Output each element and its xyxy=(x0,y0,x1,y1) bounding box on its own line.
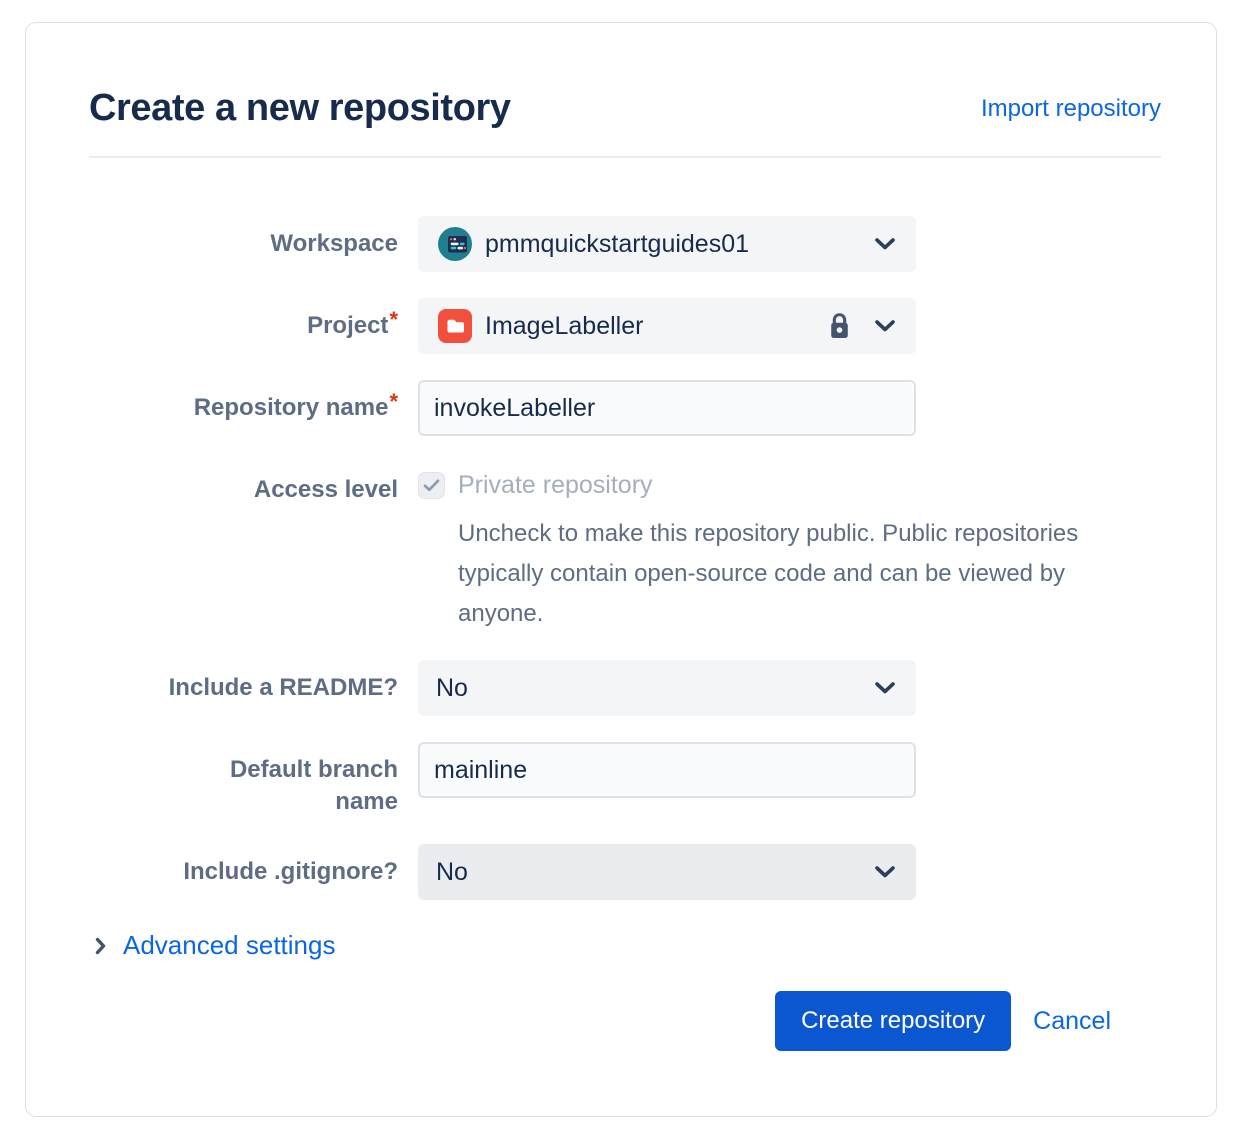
cancel-button[interactable]: Cancel xyxy=(1033,1006,1111,1035)
chevron-down-icon xyxy=(874,319,896,333)
folder-icon xyxy=(438,309,472,343)
include-gitignore-select[interactable]: No xyxy=(418,844,916,900)
advanced-settings-label: Advanced settings xyxy=(123,930,336,960)
advanced-settings-toggle[interactable]: Advanced settings xyxy=(94,930,335,961)
include-gitignore-label: Include .gitignore? xyxy=(89,844,398,888)
lock-icon xyxy=(827,311,852,341)
workspace-row: Workspace xyxy=(89,216,1161,272)
project-selected-value: ImageLabeller xyxy=(485,311,644,340)
chevron-right-icon xyxy=(94,936,107,956)
repository-name-input[interactable] xyxy=(418,380,916,436)
include-readme-selected-value: No xyxy=(436,673,468,702)
workspace-avatar xyxy=(438,227,472,261)
create-repository-form: Workspace xyxy=(89,216,1161,1051)
include-gitignore-row: Include .gitignore? No xyxy=(89,844,1161,900)
include-gitignore-label-text: Include .gitignore? xyxy=(183,858,398,885)
check-icon xyxy=(423,479,440,492)
default-branch-row: Default branch name xyxy=(89,742,1161,818)
project-label-text: Project xyxy=(307,312,389,339)
include-gitignore-selected-value: No xyxy=(436,857,468,886)
workspace-selected-value: pmmquickstartguides01 xyxy=(485,229,750,258)
repository-name-label: Repository name* xyxy=(89,380,398,424)
chevron-down-icon xyxy=(874,865,896,879)
project-select[interactable]: ImageLabeller xyxy=(418,298,916,354)
default-branch-label-text: Default branch name xyxy=(229,756,398,815)
include-readme-row: Include a README? No xyxy=(89,660,1161,716)
dialog-header: Create a new repository Import repositor… xyxy=(89,87,1161,130)
project-row: Project* ImageLabeller xyxy=(89,298,1161,354)
project-label: Project* xyxy=(89,298,398,342)
workspace-select[interactable]: pmmquickstartguides01 xyxy=(418,216,916,272)
include-readme-select[interactable]: No xyxy=(418,660,916,716)
access-level-row: Access level Private repository Uncheck … xyxy=(89,462,1161,634)
header-divider xyxy=(89,156,1161,158)
dialog-actions: Create repository Cancel xyxy=(89,991,1161,1051)
page-title: Create a new repository xyxy=(89,87,511,129)
private-repository-checkbox-label: Private repository xyxy=(458,471,653,499)
include-readme-label: Include a README? xyxy=(89,660,398,704)
repository-name-label-text: Repository name xyxy=(193,394,389,421)
repository-name-row: Repository name* xyxy=(89,380,1161,436)
chevron-down-icon xyxy=(874,237,896,251)
default-branch-name-input[interactable] xyxy=(418,742,916,798)
access-level-label-text: Access level xyxy=(253,476,398,503)
private-repository-checkbox[interactable] xyxy=(418,472,445,499)
required-asterisk: * xyxy=(389,389,398,414)
include-readme-label-text: Include a README? xyxy=(168,674,398,701)
default-branch-label: Default branch name xyxy=(89,742,398,818)
create-repository-button[interactable]: Create repository xyxy=(775,991,1012,1051)
create-repository-dialog: Create a new repository Import repositor… xyxy=(25,22,1217,1117)
access-level-help-text: Uncheck to make this repository public. … xyxy=(458,520,1079,627)
access-level-label: Access level xyxy=(89,462,398,506)
import-repository-link[interactable]: Import repository xyxy=(980,94,1161,122)
workspace-label-text: Workspace xyxy=(270,230,398,257)
required-asterisk: * xyxy=(389,307,398,332)
workspace-label: Workspace xyxy=(89,216,398,260)
chevron-down-icon xyxy=(874,681,896,695)
